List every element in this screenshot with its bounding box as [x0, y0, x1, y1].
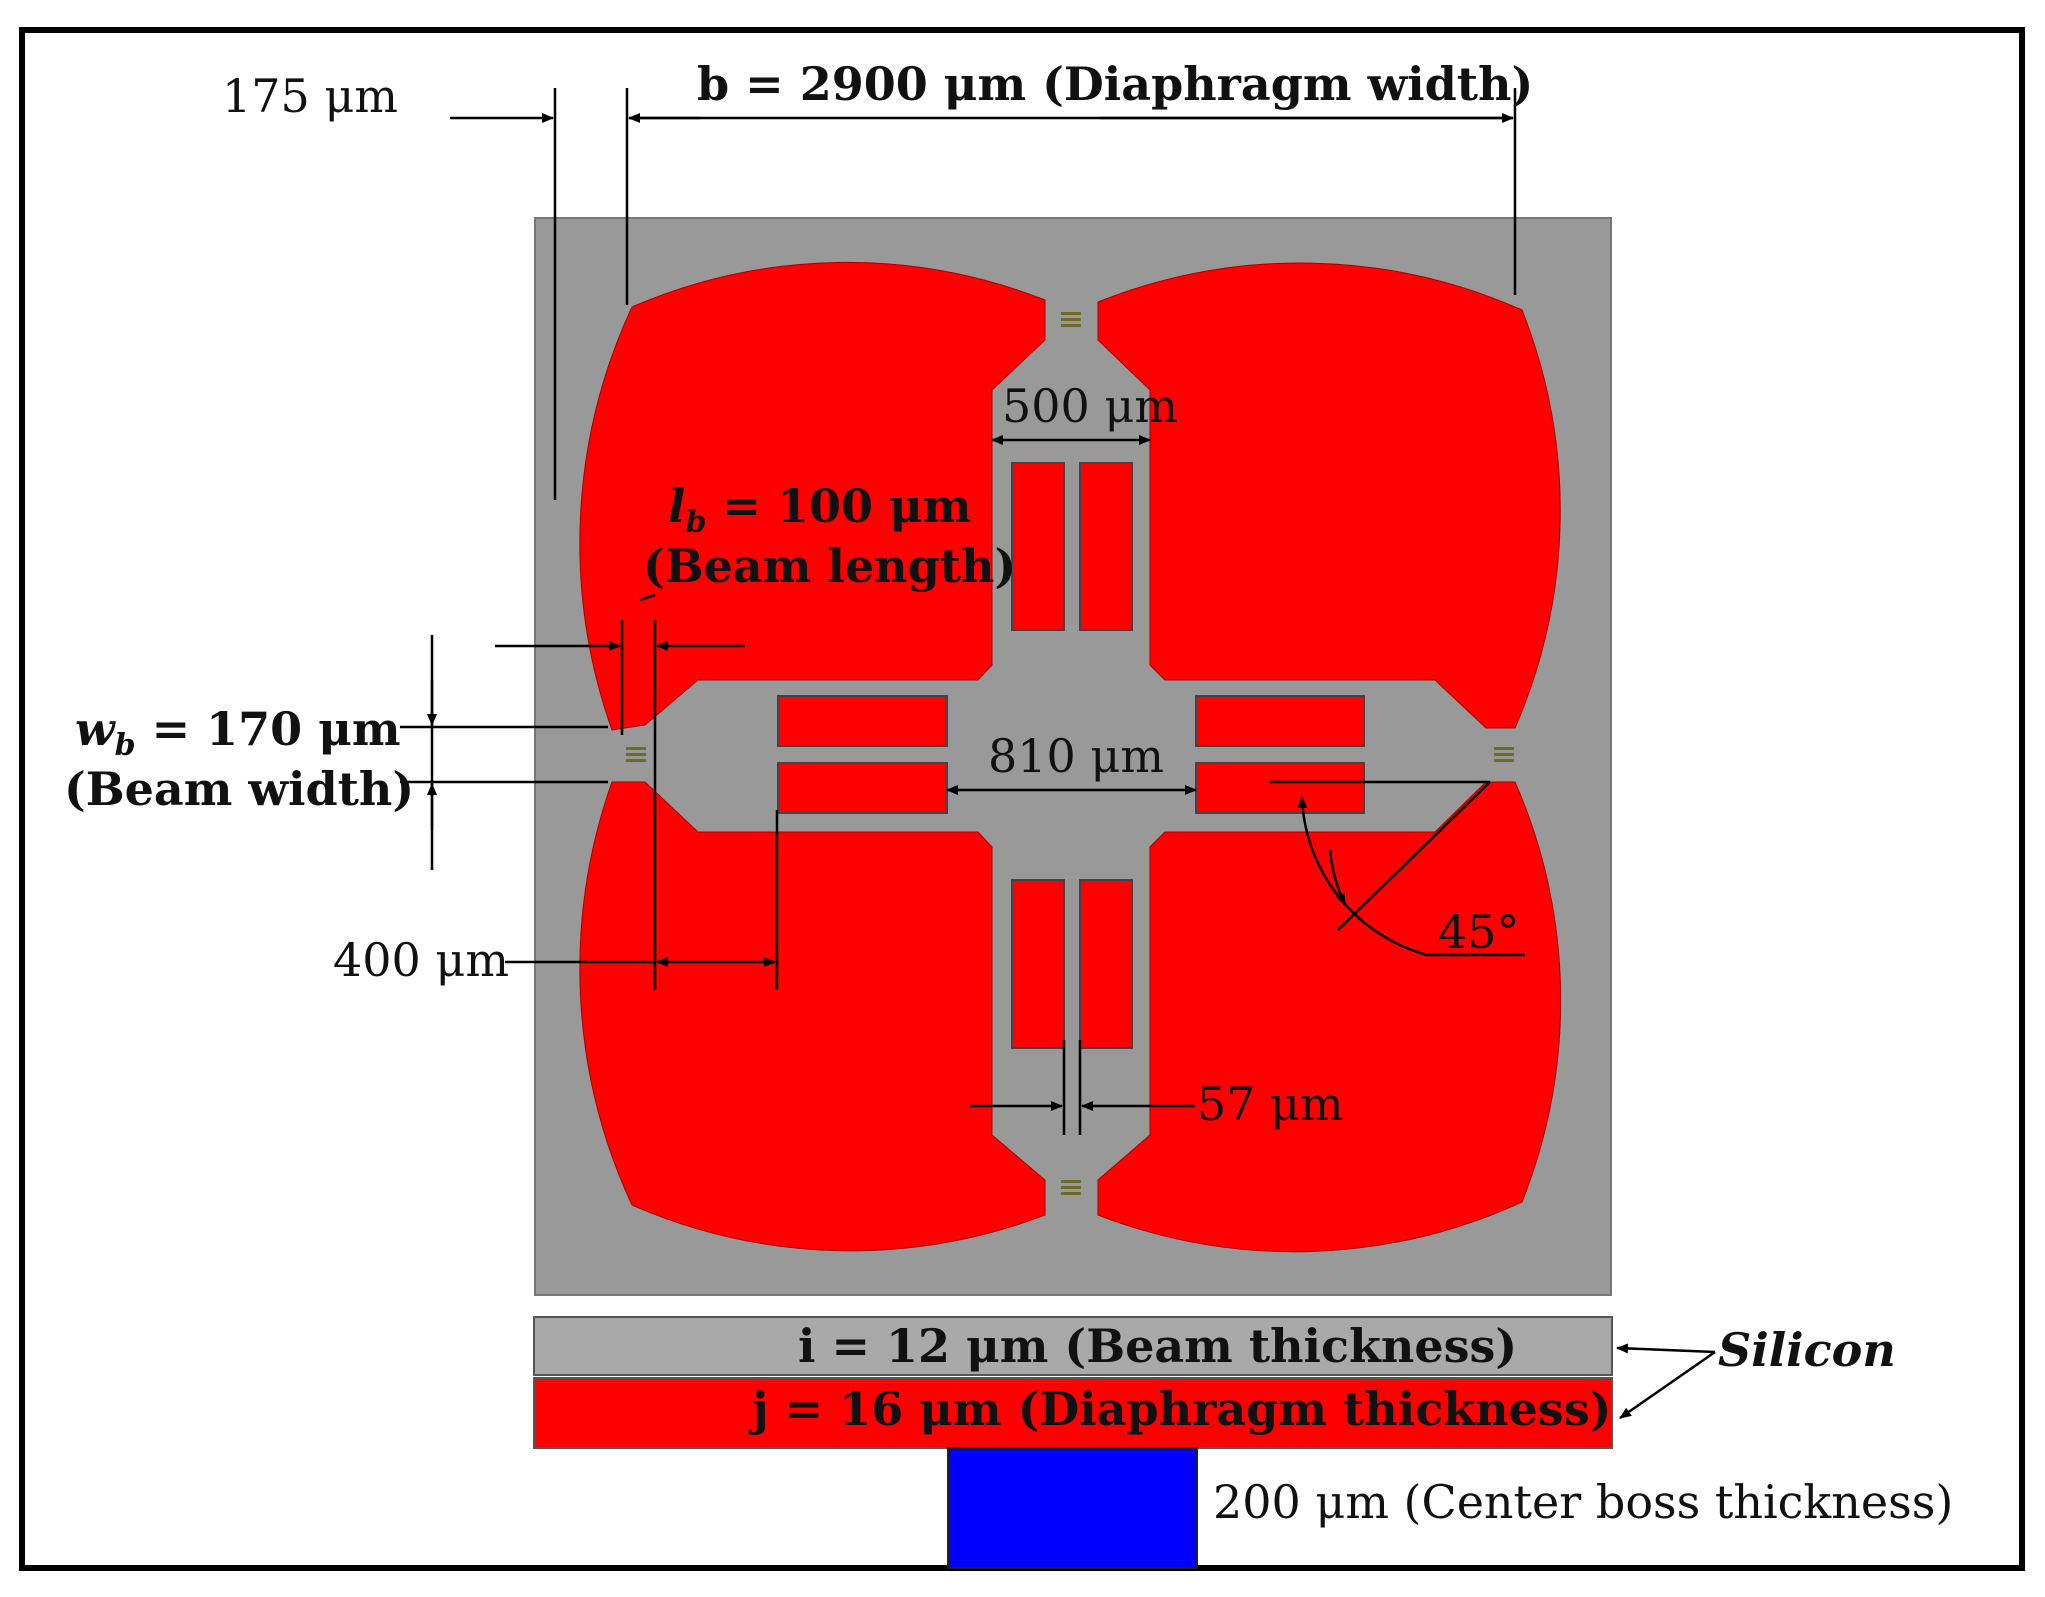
angle-arc-end [1328, 849, 1347, 906]
dimension-lines [400, 88, 1525, 1135]
piezoresistor-left-2 [777, 762, 948, 814]
piezoresistor-bottom-2 [1079, 879, 1133, 1049]
label-beam-thickness: i = 12 μm (Beam thickness) [798, 1319, 1517, 1373]
center-boss [947, 1447, 1198, 1569]
piezoresistor-top-1 [1011, 462, 1065, 631]
label-diaphragm-width: b = 2900 μm (Diaphragm width) [697, 57, 1533, 111]
label-400: 400 μm [333, 933, 509, 987]
piezoresistor-right-2 [1195, 762, 1365, 814]
label-boss-thickness: 200 μm (Center boss thickness) [1213, 1475, 1953, 1529]
label-57: 57 μm [1197, 1077, 1344, 1131]
label-175: 175 μm [222, 69, 398, 123]
label-45-deg: 45° [1438, 905, 1520, 959]
label-500: 500 μm [1002, 379, 1178, 433]
label-beam-width-2: (Beam width) [64, 762, 414, 816]
silicon-arrow-to-diaphragm [1619, 1350, 1716, 1420]
diaphragm-bottom-right [1097, 781, 1562, 1253]
label-silicon: Silicon [1718, 1323, 1896, 1377]
diaphragm-top-left [579, 261, 1046, 731]
piezoresistors [777, 462, 1365, 1049]
pad-bottom [1061, 1180, 1081, 1195]
piezoresistor-top-2 [1079, 462, 1133, 631]
pad-top [1061, 312, 1081, 327]
pad-left [626, 747, 646, 762]
label-diaphragm-thickness: j = 16 μm (Diaphragm thickness) [748, 1382, 1611, 1436]
beam-layer [533, 1316, 1613, 1376]
silicon-arrows [1616, 1343, 1716, 1420]
piezoresistor-bottom-1 [1011, 879, 1065, 1049]
pad-right [1494, 747, 1514, 762]
diaphragm-layer [533, 1377, 1613, 1449]
angle-diag-line [1337, 781, 1491, 931]
diaphragm-quadrants [579, 261, 1562, 1253]
diaphragm-bottom-left [579, 781, 1046, 1252]
label-beam-length-2: (Beam length) [643, 539, 1016, 593]
label-810: 810 μm [988, 729, 1164, 783]
diaphragm-top-right [1097, 262, 1561, 729]
silicon-arrow-to-beam [1616, 1343, 1716, 1354]
label-beam-width-1: wb = 170 μm [75, 702, 401, 763]
piezoresistor-left-1 [777, 695, 948, 747]
leader-lb [639, 593, 656, 602]
label-beam-length-1: lb = 100 μm [668, 479, 971, 540]
piezoresistor-right-1 [1195, 695, 1365, 747]
beam-pads [626, 312, 1514, 1195]
